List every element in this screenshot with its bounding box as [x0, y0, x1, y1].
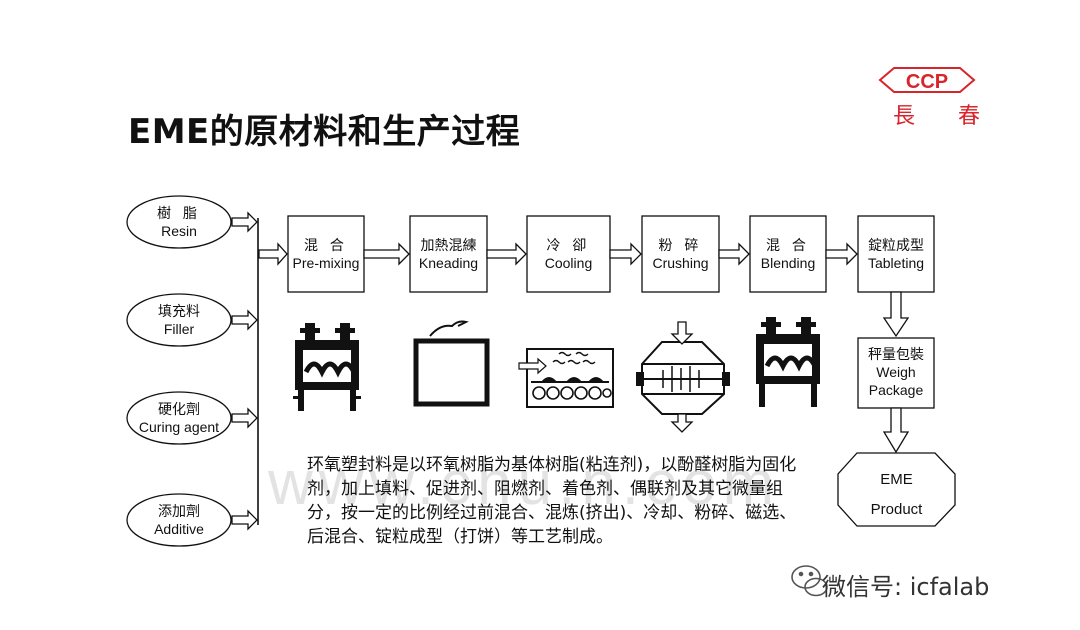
input-en: Resin — [161, 223, 197, 239]
step-label-blending: 混 合 Blending — [750, 236, 826, 272]
step-cn: 混 合 — [304, 237, 348, 253]
input-en: Curing agent — [138, 419, 220, 435]
input-ellipse-curing-agent — [126, 391, 232, 445]
crusher-icon — [636, 321, 730, 433]
input-cn: 填充料 — [158, 303, 200, 319]
weigh-cn: 秤量包裝 — [868, 346, 924, 362]
step-en: Crushing — [652, 255, 709, 271]
wechat-id: 微信号: icfalab — [822, 573, 990, 601]
step-cn: 錠粒成型 — [868, 237, 924, 253]
premixing-machine-icon — [293, 323, 361, 411]
weigh-en1: Weigh — [876, 364, 916, 380]
input-cn: 添加劑 — [158, 503, 200, 519]
step-label-cooling: 冷 卻 Cooling — [527, 236, 610, 272]
step-en: Pre-mixing — [292, 255, 360, 271]
product-en1: EME — [880, 471, 913, 488]
page-title: EME的原材料和生产过程 — [128, 112, 521, 152]
input-label-curing-agent: 硬化劑 Curing agent — [127, 400, 231, 436]
product-octagon — [837, 452, 956, 527]
weigh-package-label: 秤量包裝 Weigh Package — [858, 345, 934, 399]
ccp-logo: CCP — [878, 67, 976, 93]
step-cn: 冷 卻 — [546, 237, 591, 253]
logo-text: CCP — [906, 71, 948, 93]
step-label-premixing: 混 合 Pre-mixing — [288, 236, 364, 272]
input-en: Filler — [163, 321, 195, 337]
description-paragraph: 环氧塑封料是以环氧树脂为基体树脂(粘连剂)，以酚醛树脂为固化剂，加上填料、促进剂… — [307, 455, 797, 547]
wechat-icon — [791, 565, 828, 597]
input-arrows — [231, 211, 258, 531]
step-label-crushing: 粉 碎 Crushing — [642, 236, 719, 272]
cooling-conveyor-icon — [518, 348, 614, 408]
input-cn: 硬化劑 — [158, 401, 200, 417]
step-label-kneading: 加熱混練 Kneading — [410, 236, 487, 272]
kneading-icon — [413, 320, 490, 407]
input-ellipse-additive — [126, 493, 232, 547]
input-ellipse-filler — [126, 293, 232, 347]
step-en: Kneading — [418, 255, 479, 271]
input-en: Additive — [154, 521, 204, 537]
step-en: Tableting — [867, 255, 925, 271]
input-cn: 樹 脂 — [157, 205, 201, 221]
watermark: www.chu.n.com — [268, 449, 781, 518]
product-label: EME Product — [838, 465, 955, 525]
step-cn: 加熱混練 — [420, 237, 477, 253]
step-cn: 混 合 — [766, 237, 810, 253]
blending-machine-icon — [756, 317, 820, 407]
input-label-filler: 填充料 Filler — [127, 302, 231, 338]
logo-chinese-name: 長 春 — [893, 104, 998, 129]
step-en: Cooling — [544, 255, 593, 271]
input-label-resin: 樹 脂 Resin — [127, 204, 231, 240]
flow-arrows — [258, 242, 910, 454]
input-ellipse-resin — [126, 195, 232, 249]
weigh-en2: Package — [868, 382, 924, 398]
product-en2: Product — [870, 501, 923, 518]
input-label-additive: 添加劑 Additive — [127, 502, 231, 538]
step-en: Blending — [760, 255, 816, 271]
step-cn: 粉 碎 — [658, 237, 703, 253]
step-label-tableting: 錠粒成型 Tableting — [858, 236, 934, 272]
